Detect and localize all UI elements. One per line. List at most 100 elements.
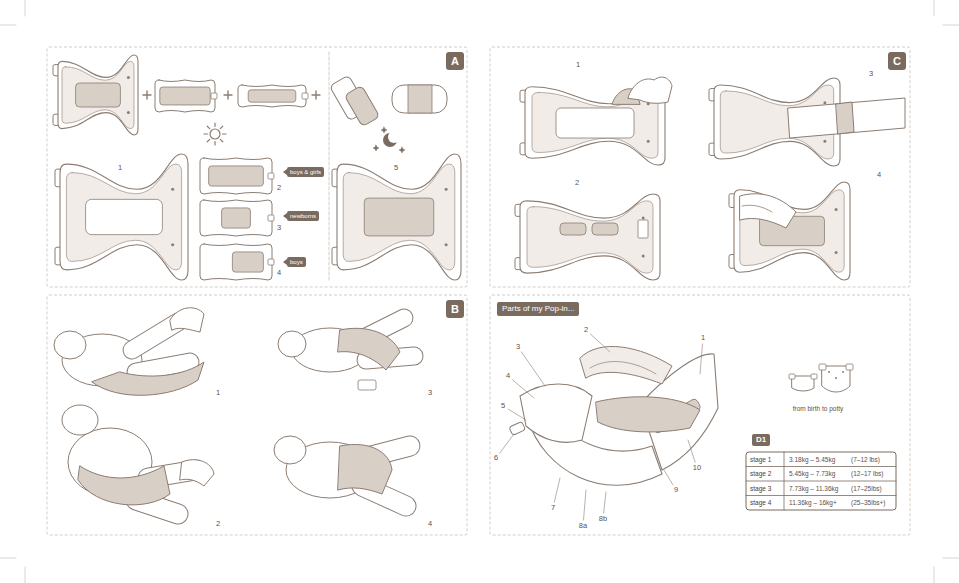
callout-number: 4 bbox=[506, 372, 510, 380]
illustration-line bbox=[214, 123, 215, 127]
callout-number: 2 bbox=[575, 179, 579, 187]
panel-badge: C bbox=[888, 52, 906, 70]
illustration-line bbox=[86, 199, 163, 234]
illustration-line bbox=[47, 295, 467, 535]
callout-number: 1 bbox=[576, 61, 580, 69]
illustration-line bbox=[445, 243, 448, 246]
illustration-line bbox=[789, 374, 795, 379]
illustration-line bbox=[338, 444, 392, 494]
node-text: A bbox=[451, 52, 459, 70]
illustration-line bbox=[220, 139, 222, 141]
leader-line bbox=[688, 440, 695, 462]
illustration-line bbox=[520, 194, 660, 280]
illustration-line bbox=[337, 154, 461, 280]
callout-number: 4 bbox=[428, 520, 432, 528]
illustration-line bbox=[740, 194, 796, 228]
illustration-line bbox=[214, 142, 215, 146]
illustration-line bbox=[274, 436, 306, 464]
illustration-line bbox=[784, 452, 785, 510]
illustration-line bbox=[338, 328, 400, 370]
leader-line bbox=[500, 434, 514, 453]
illustration-line bbox=[92, 362, 204, 395]
callout-number: 7 bbox=[551, 504, 555, 512]
illustration-line bbox=[268, 215, 274, 221]
illustration-line bbox=[315, 91, 316, 99]
illustration-line bbox=[25, 567, 26, 583]
illustration-line bbox=[642, 254, 645, 257]
illustration-line bbox=[207, 126, 209, 128]
illustration-line bbox=[399, 147, 405, 153]
illustration-line bbox=[373, 145, 379, 151]
illustration-line bbox=[62, 61, 134, 128]
illustration-line bbox=[54, 331, 86, 359]
leader-line bbox=[590, 334, 610, 352]
illustration-line bbox=[746, 466, 896, 467]
callout-number: 4 bbox=[877, 171, 881, 179]
heading-tag: Parts of my Pop-in... bbox=[497, 302, 579, 316]
size-tag: boys & girls bbox=[287, 167, 324, 177]
illustration-line bbox=[811, 374, 817, 379]
illustration-line bbox=[210, 129, 220, 139]
illustration-line bbox=[509, 421, 525, 435]
table-cell: 11.36kg – 16kg+ bbox=[789, 499, 837, 506]
illustration-line bbox=[746, 481, 896, 482]
illustration-line bbox=[209, 166, 264, 186]
illustration-line bbox=[823, 140, 826, 143]
table-cell: stage 4 bbox=[750, 499, 771, 506]
illustration-line bbox=[78, 466, 170, 505]
illustration-line bbox=[740, 190, 844, 272]
illustration-line bbox=[408, 85, 432, 113]
illustration-line bbox=[238, 85, 306, 107]
node-text: boys & girls bbox=[290, 168, 321, 176]
callout-number: 2 bbox=[216, 520, 220, 528]
callout-number: 6 bbox=[494, 454, 498, 462]
illustration-line bbox=[746, 452, 896, 510]
illustration-line bbox=[592, 223, 618, 235]
illustration-line bbox=[590, 361, 656, 374]
illustration-line bbox=[846, 364, 853, 370]
callout-number: 3 bbox=[428, 389, 432, 397]
size-tag: boys bbox=[287, 257, 306, 267]
table-cell: stage 3 bbox=[750, 485, 771, 492]
illustration-line bbox=[0, 558, 16, 559]
table-cell: 3.18kg – 5.45kg bbox=[789, 456, 835, 463]
illustration-line bbox=[0, 25, 16, 26]
illustration-line bbox=[220, 126, 222, 128]
table-cell: stage 1 bbox=[750, 456, 771, 463]
callout-number: 2 bbox=[277, 184, 281, 192]
leader-line bbox=[554, 478, 560, 502]
callout-number: 3 bbox=[516, 343, 520, 351]
illustration-line bbox=[170, 308, 204, 332]
illustration-line bbox=[232, 252, 263, 272]
illustration-line bbox=[25, 0, 26, 16]
leader-line bbox=[513, 380, 534, 398]
illustration-line bbox=[364, 198, 433, 236]
illustration-line bbox=[146, 91, 147, 99]
callout-number: 8a bbox=[579, 522, 587, 530]
illustration-line bbox=[836, 102, 854, 134]
illustration-line bbox=[204, 133, 208, 134]
illustration-line bbox=[490, 47, 910, 287]
illustration-line bbox=[160, 87, 210, 105]
illustration-line bbox=[227, 91, 228, 99]
caption-note: from birth to potty bbox=[793, 405, 844, 412]
illustration-line bbox=[58, 55, 138, 135]
callout-number: 1 bbox=[118, 164, 122, 172]
illustration-line bbox=[628, 77, 672, 103]
illustration-line bbox=[171, 188, 174, 191]
illustration-line bbox=[200, 244, 272, 280]
illustration-line bbox=[180, 460, 214, 486]
illustration-line bbox=[222, 208, 251, 228]
illustration-line bbox=[60, 154, 188, 280]
illustration-line bbox=[358, 380, 376, 390]
illustration-line bbox=[62, 405, 98, 435]
illustration-line bbox=[381, 127, 387, 133]
illustration-line bbox=[200, 158, 272, 194]
illustration-line bbox=[127, 111, 130, 114]
illustration-line bbox=[520, 384, 592, 442]
illustration-line bbox=[943, 25, 959, 26]
illustration-line bbox=[248, 90, 296, 102]
callout-number: 1 bbox=[701, 334, 705, 342]
callout-number: 3 bbox=[869, 70, 873, 78]
